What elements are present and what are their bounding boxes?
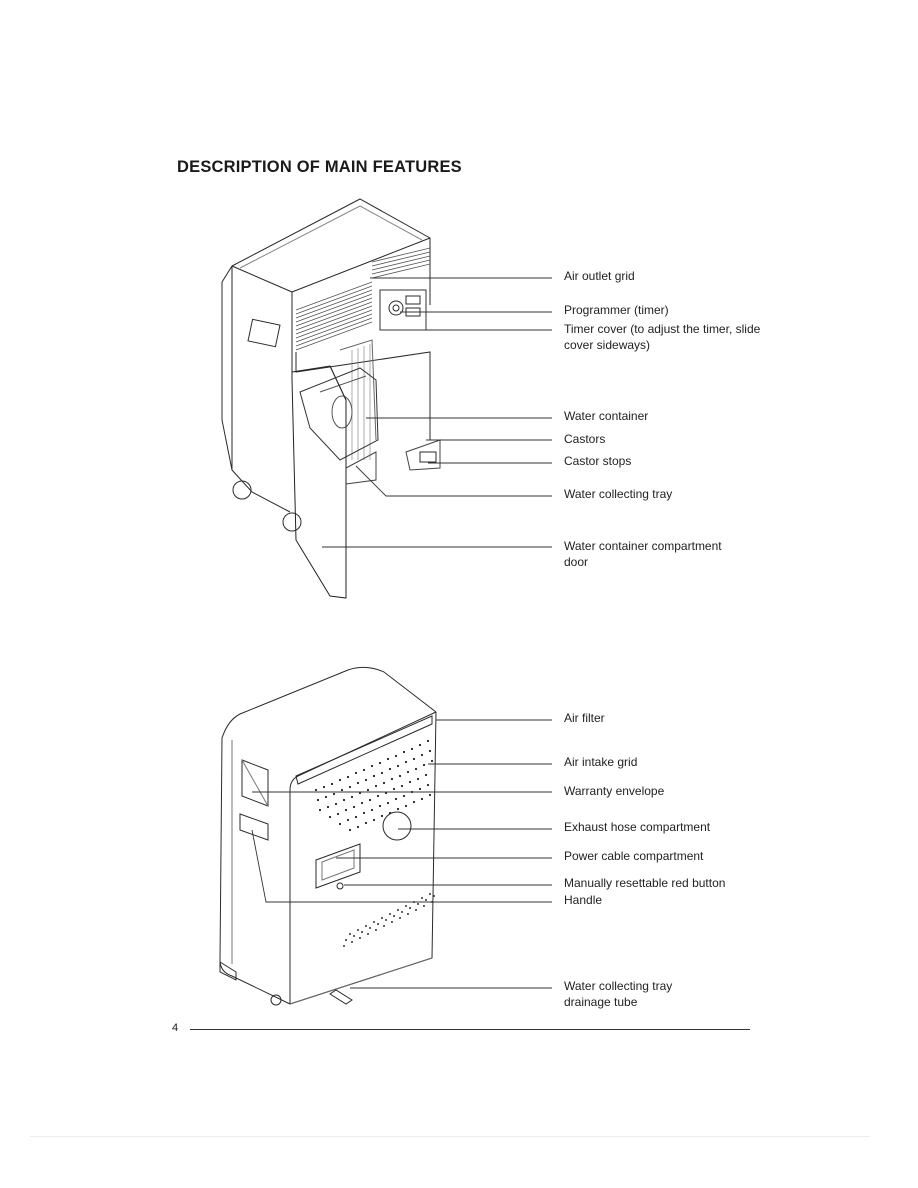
label-water-collecting-tray: Water collecting tray <box>564 487 673 501</box>
label-air-filter: Air filter <box>564 711 605 725</box>
label-air-outlet-grid: Air outlet grid <box>564 269 635 283</box>
page-number: 4 <box>172 1022 179 1034</box>
label-castor-stops: Castor stops <box>564 454 632 468</box>
label-exhaust-hose-compartment: Exhaust hose compartment <box>564 820 711 834</box>
label-water-container: Water container <box>564 409 649 423</box>
label-castors: Castors <box>564 432 606 446</box>
scan-artifact-line <box>30 1136 870 1137</box>
label-air-intake-grid: Air intake grid <box>564 755 638 769</box>
label-programmer: Programmer (timer) <box>564 303 669 317</box>
label-power-cable-compartment: Power cable compartment <box>564 849 704 863</box>
label-compartment-door: Water container compartment door <box>564 539 722 569</box>
label-drainage-tube: Water collecting tray drainage tube <box>564 979 673 1009</box>
label-reset-button: Manually resettable red button <box>564 876 726 890</box>
page-title: DESCRIPTION OF MAIN FEATURES <box>177 158 462 176</box>
label-timer-cover: Timer cover (to adjust the timer, slide … <box>564 322 761 352</box>
footer-rule <box>190 1029 750 1030</box>
label-handle: Handle <box>564 893 603 907</box>
label-warranty-envelope: Warranty envelope <box>564 784 665 798</box>
